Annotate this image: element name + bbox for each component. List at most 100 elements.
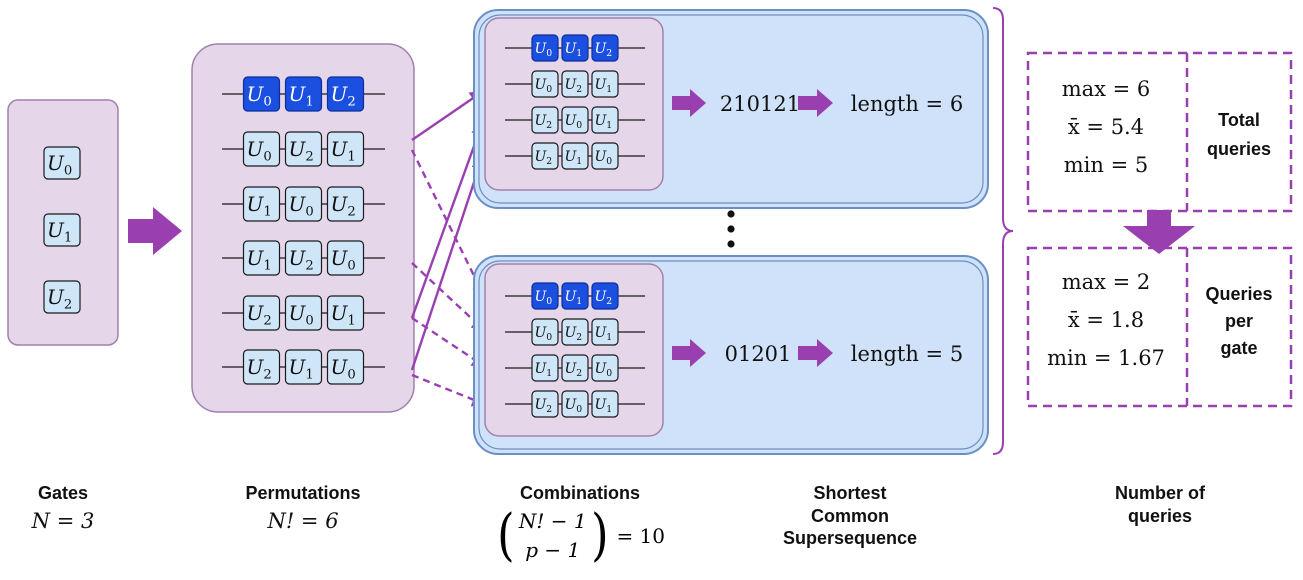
gate-box: [284, 76, 323, 112]
gate-u2: U2: [561, 318, 589, 346]
binom-bottom: p − 1: [525, 537, 581, 562]
scs-label-3: Supersequence: [782, 528, 918, 548]
gate-u0: U0: [561, 106, 589, 134]
gate-box: [531, 354, 559, 382]
gate-u0: U0: [284, 295, 323, 331]
gate-u1: U1: [326, 131, 365, 167]
ellipsis-dot-2: [727, 225, 735, 233]
gate-box: [242, 186, 281, 222]
gate-u0: U0: [326, 349, 365, 385]
gate-u1: U1: [43, 213, 81, 247]
gate-u0: U0: [531, 282, 559, 310]
group-2-scs: 01201: [725, 342, 792, 366]
gate-box: [242, 240, 281, 276]
per-gate-max: max = 2: [1062, 270, 1151, 294]
gate-box: [326, 131, 365, 167]
permutations-caption: Permutations N! = 6: [202, 482, 404, 533]
group-2-arrow-a: [672, 339, 706, 367]
gate-u1: U1: [591, 70, 619, 98]
gate-u2: U2: [284, 240, 323, 276]
gate-box: [591, 318, 619, 346]
gate-u2: U2: [284, 131, 323, 167]
gate-box: [284, 131, 323, 167]
big-arrow-down: [1123, 210, 1195, 254]
gates-label: Gates: [37, 483, 89, 503]
solid-arrow-1: [411, 90, 485, 141]
gate-u0: U0: [591, 354, 619, 382]
gate-u0: U0: [242, 76, 281, 112]
connection-arrows: [410, 90, 487, 407]
gate-box: [242, 349, 281, 385]
gate-box: [591, 390, 619, 418]
binom-stack: N! − 1 p − 1: [519, 507, 587, 565]
binom-close-paren: ): [590, 502, 609, 568]
ellipsis-dot-1: [727, 210, 735, 218]
gate-u2: U2: [591, 282, 619, 310]
gate-u1: U1: [326, 295, 365, 331]
gate-u0: U0: [591, 142, 619, 170]
total-queries-mean: x̄ = 5.4: [1068, 115, 1144, 139]
gate-u0: U0: [284, 186, 323, 222]
gate-u0: U0: [242, 131, 281, 167]
per-gate-title-2: per: [1225, 311, 1253, 331]
gate-u1: U1: [561, 34, 589, 62]
gate-u2: U2: [326, 186, 365, 222]
gate-box: [531, 318, 559, 346]
gate-box: [561, 318, 589, 346]
gate-u1: U1: [591, 106, 619, 134]
gate-u1: U1: [242, 186, 281, 222]
gate-u2: U2: [326, 76, 365, 112]
group-2-length: length = 5: [851, 342, 963, 366]
gate-box: [242, 76, 281, 112]
gate-box: [531, 390, 559, 418]
group-1-length: length = 6: [851, 92, 963, 116]
gate-u0: U0: [561, 390, 589, 418]
per-gate-mean: x̄ = 1.8: [1068, 308, 1144, 332]
gate-box: [242, 295, 281, 331]
gate-box: [591, 142, 619, 170]
gate-box: [326, 295, 365, 331]
gate-box: [326, 76, 365, 112]
group-1-arrow-b: [798, 89, 833, 117]
gate-box: [43, 213, 81, 247]
gate-box: [591, 354, 619, 382]
gate-box: [591, 106, 619, 134]
gates-formula: N = 3: [31, 508, 95, 533]
gate-box: [43, 280, 81, 314]
gate-box: [326, 240, 365, 276]
gate-u2: U2: [531, 142, 559, 170]
dashed-arrow-2: [410, 149, 486, 299]
group-1-arrow-a: [672, 89, 706, 117]
gate-box: [561, 34, 589, 62]
gate-box: [561, 354, 589, 382]
binom-value: = 10: [616, 523, 666, 548]
gate-box: [591, 282, 619, 310]
total-queries-min: min = 5: [1064, 153, 1148, 177]
gate-u1: U1: [284, 76, 323, 112]
gate-box: [531, 70, 559, 98]
gate-box: [284, 186, 323, 222]
queries-label-2: queries: [1127, 505, 1193, 526]
gate-u0: U0: [531, 318, 559, 346]
per-gate-min: min = 1.67: [1047, 346, 1165, 370]
gate-u1: U1: [561, 142, 589, 170]
scs-label-2: Common: [811, 505, 889, 526]
combinations-label: Combinations: [520, 483, 640, 503]
gate-u1: U1: [242, 240, 281, 276]
curly-brace: [992, 7, 1014, 455]
permutations-formula: N! = 6: [267, 508, 339, 533]
gate-u1: U1: [591, 318, 619, 346]
